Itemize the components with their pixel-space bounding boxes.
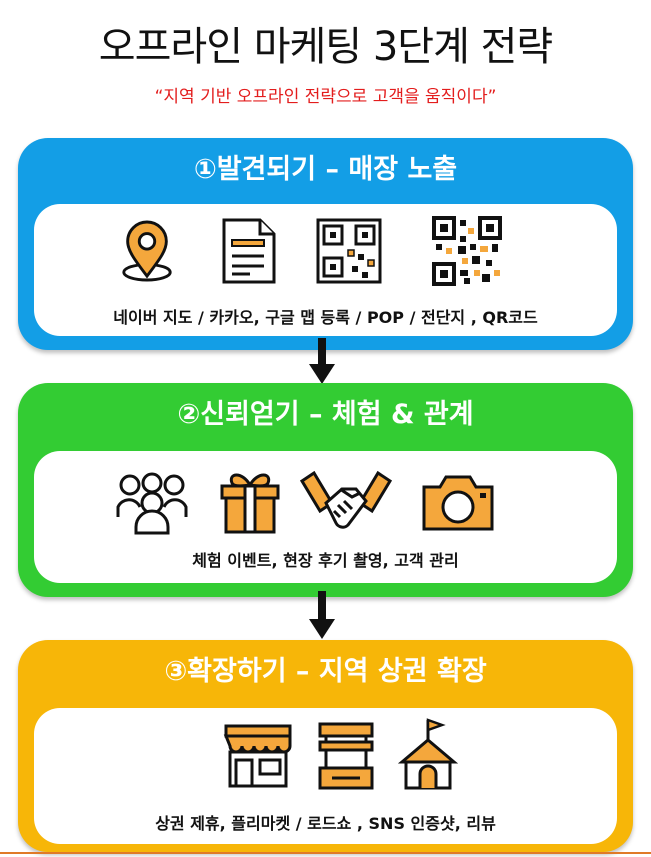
handshake-icon	[300, 467, 392, 537]
arrow-down-icon	[307, 591, 337, 641]
stage-expand-caption: 상권 제휴, 플리마켓 / 로드쇼 , SNS 인증샷, 리뷰	[155, 814, 496, 833]
stage-discover-heading: ①발견되기 – 매장 노출	[193, 154, 458, 185]
stage-trust: ②신뢰얻기 – 체험 & 관계	[18, 383, 633, 597]
camera-icon	[420, 471, 496, 533]
stage-expand-card: 상권 제휴, 플리마켓 / 로드쇼 , SNS 인증샷, 리뷰	[34, 708, 617, 844]
map-pin-icon	[118, 218, 176, 284]
stage-discover-caption: 네이버 지도 / 카카오, 구글 맵 등록 / POP / 전단지 , QR코드	[113, 308, 538, 327]
page-title: 오프라인 마케팅 3단계 전략	[98, 24, 553, 70]
page-subtitle: “지역 기반 오프라인 전략으로 고객을 움직이다”	[154, 87, 497, 107]
arrow-down-icon	[307, 338, 337, 386]
tent-flag-icon	[398, 716, 458, 792]
bottom-divider	[0, 852, 651, 854]
qr-code-icon	[432, 216, 502, 286]
people-icon	[116, 471, 188, 535]
stage-expand: ③확장하기 – 지역 상권 확장	[18, 640, 633, 852]
qr-code-icon	[316, 218, 382, 284]
store-icon	[222, 722, 294, 790]
document-icon	[220, 216, 278, 286]
stage-trust-caption: 체험 이벤트, 현장 후기 촬영, 고객 관리	[192, 551, 459, 570]
gift-icon	[218, 469, 282, 535]
stage-discover-card: 네이버 지도 / 카카오, 구글 맵 등록 / POP / 전단지 , QR코드	[34, 204, 617, 336]
market-stall-icon	[316, 720, 376, 792]
stage-trust-heading: ②신뢰얻기 – 체험 & 관계	[177, 399, 474, 430]
stage-expand-heading: ③확장하기 – 지역 상권 확장	[164, 656, 487, 687]
stage-discover: ①발견되기 – 매장 노출	[18, 138, 633, 350]
stage-trust-card: 체험 이벤트, 현장 후기 촬영, 고객 관리	[34, 451, 617, 583]
